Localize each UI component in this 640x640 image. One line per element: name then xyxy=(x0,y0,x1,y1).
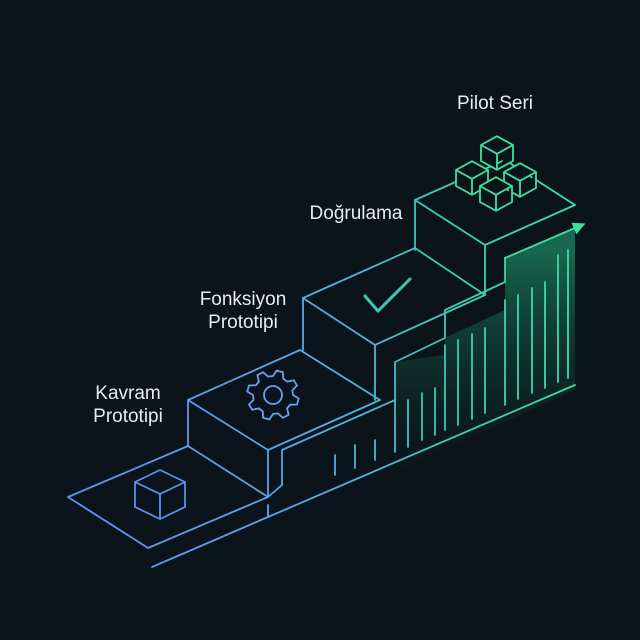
front-edge xyxy=(281,257,506,486)
growth-arrow xyxy=(504,222,586,259)
cluster-cube xyxy=(479,176,513,212)
step-label-fonksiyon-prototipi: Fonksiyon Prototipi xyxy=(199,289,287,333)
step-2-top xyxy=(187,349,381,451)
bottom-edge xyxy=(267,384,576,518)
step-3-riser xyxy=(302,297,376,401)
cube-cluster-icon xyxy=(455,135,537,212)
step-2-riser xyxy=(187,399,283,498)
step-label-kavram-prototipi: Kavram Prototipi xyxy=(93,383,163,427)
cube-icon xyxy=(134,469,186,520)
gear-icon xyxy=(246,369,300,421)
step-label-dogrulama: Doğrulama xyxy=(309,203,403,224)
growth-bars xyxy=(334,249,569,476)
step-4-riser xyxy=(414,199,486,296)
cluster-cube xyxy=(480,135,514,171)
checkmark-icon xyxy=(363,277,412,313)
step-label-pilot-seri: Pilot Seri xyxy=(456,93,534,114)
step-1-platform xyxy=(67,445,269,549)
